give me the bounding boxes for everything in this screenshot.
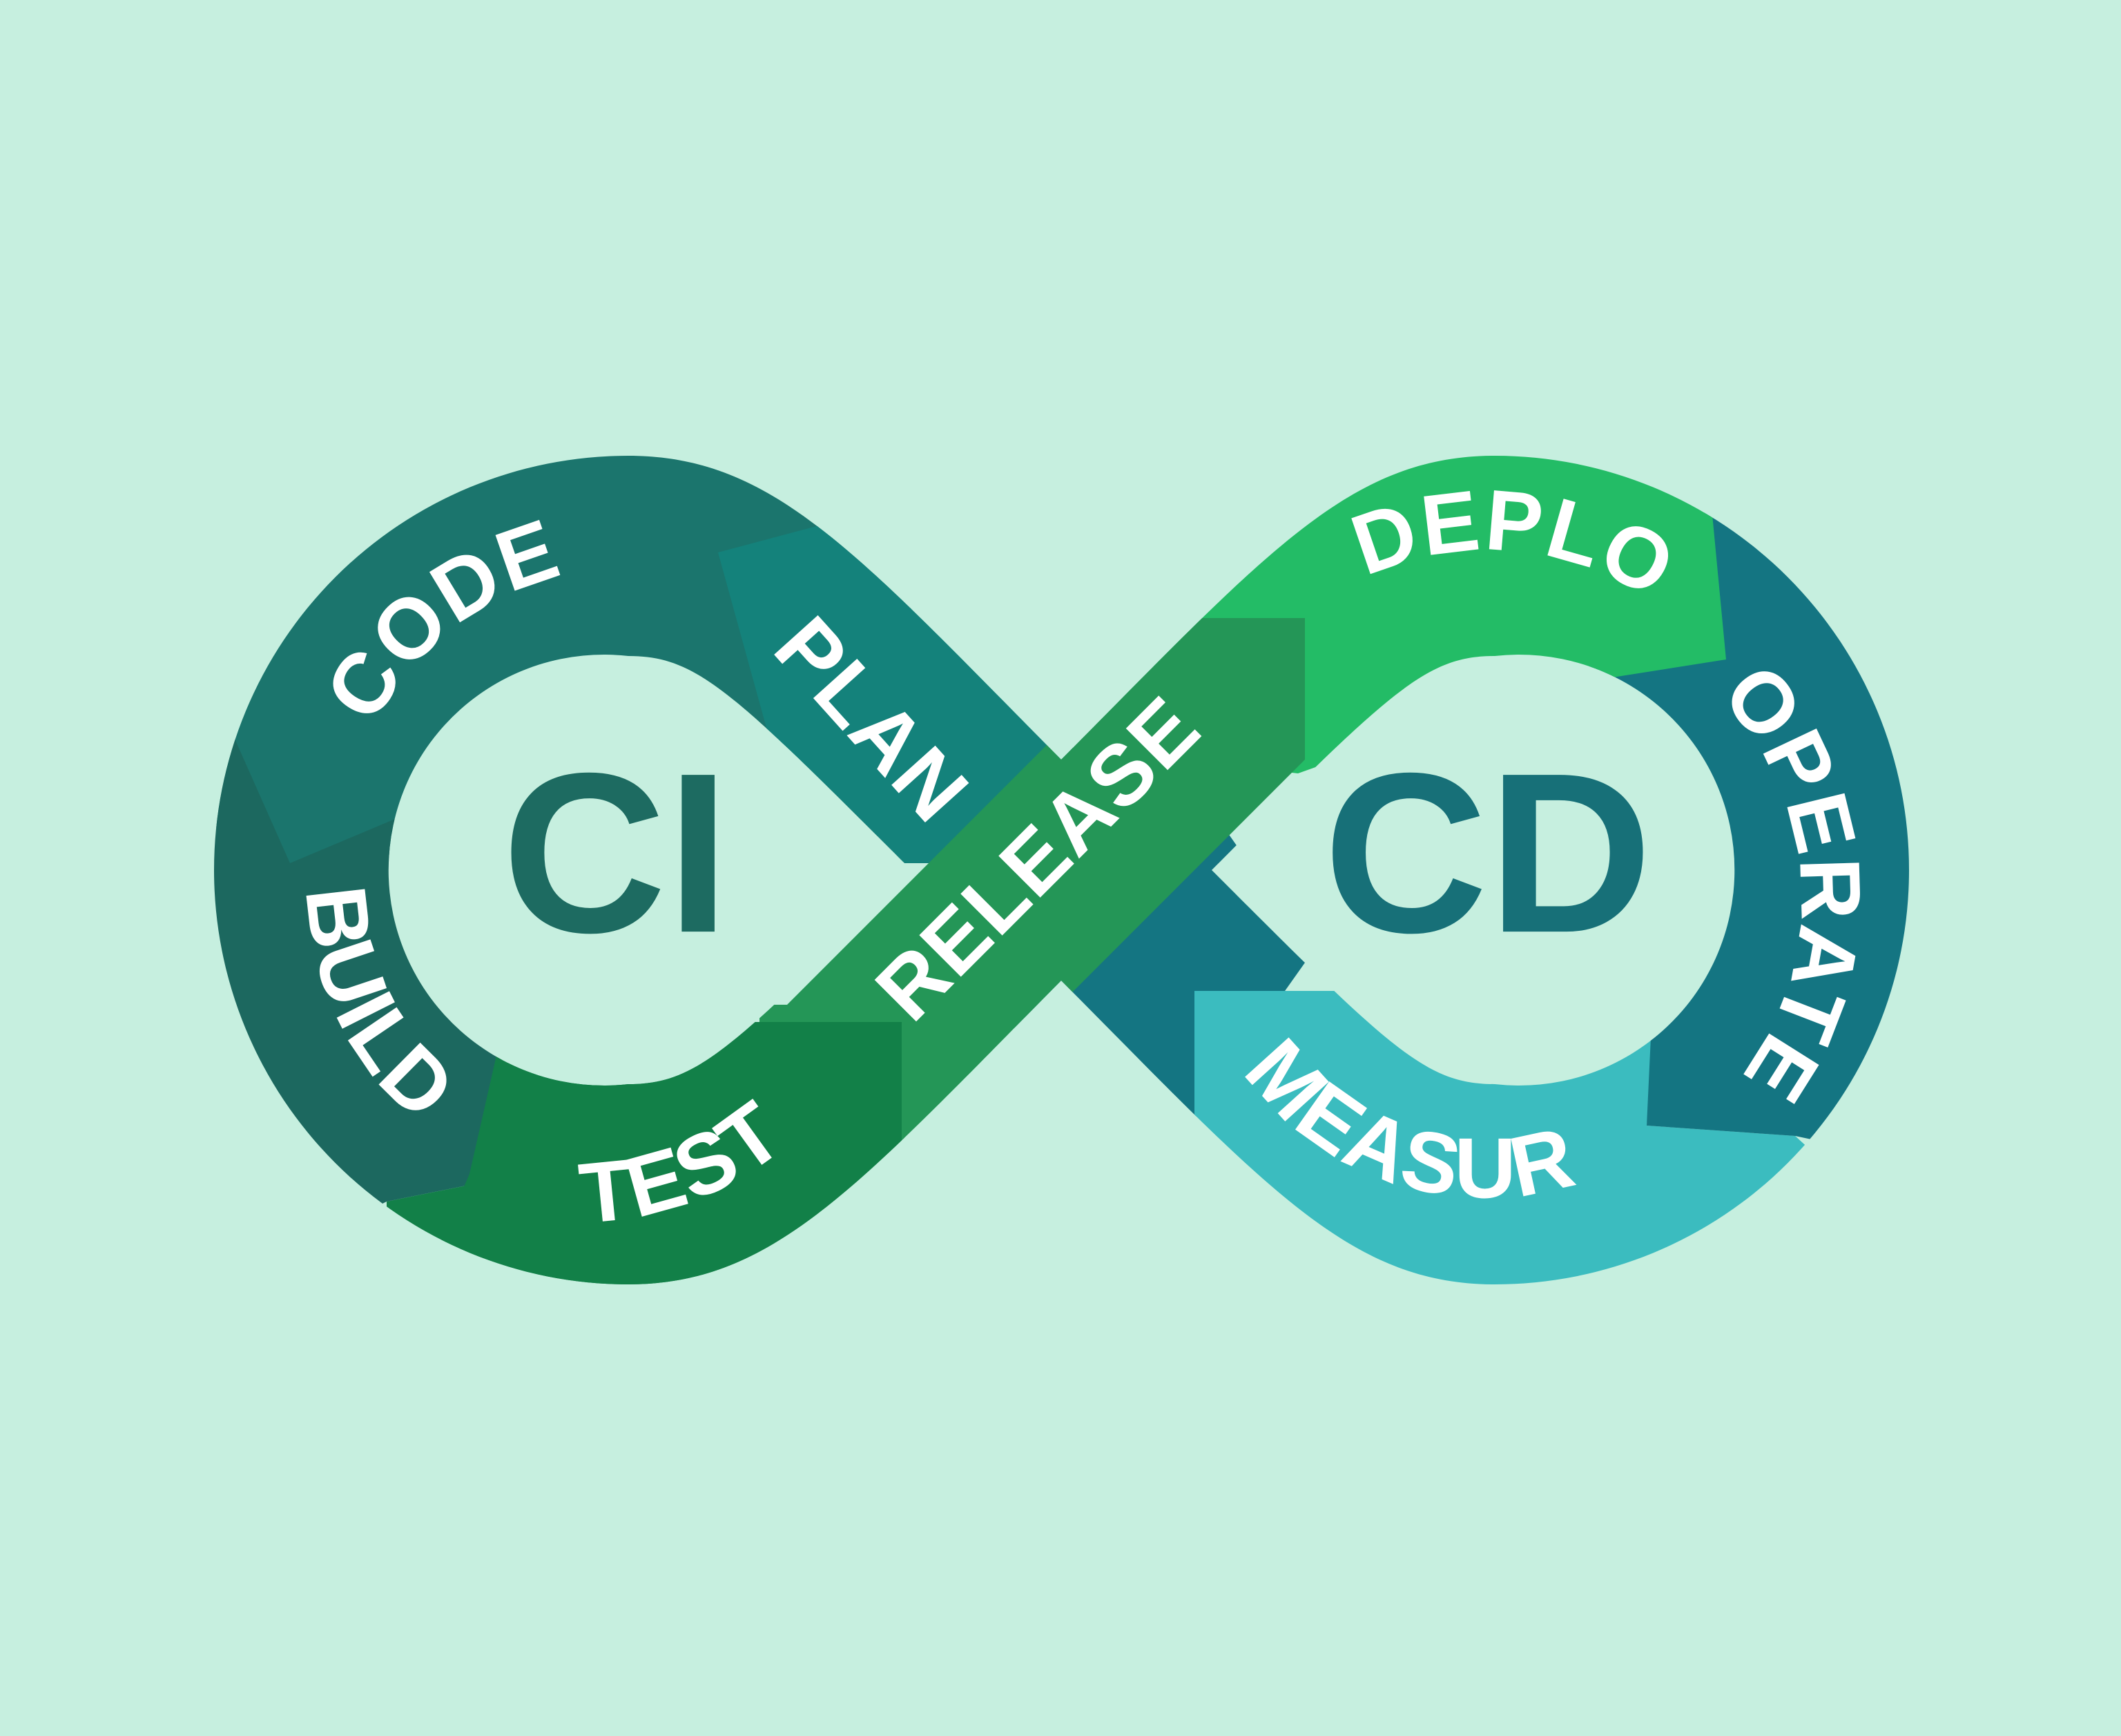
hub-label-cd: CD (1324, 725, 1653, 980)
release-segment (759, 618, 1305, 1139)
hub-label-ci: CI (502, 725, 730, 980)
